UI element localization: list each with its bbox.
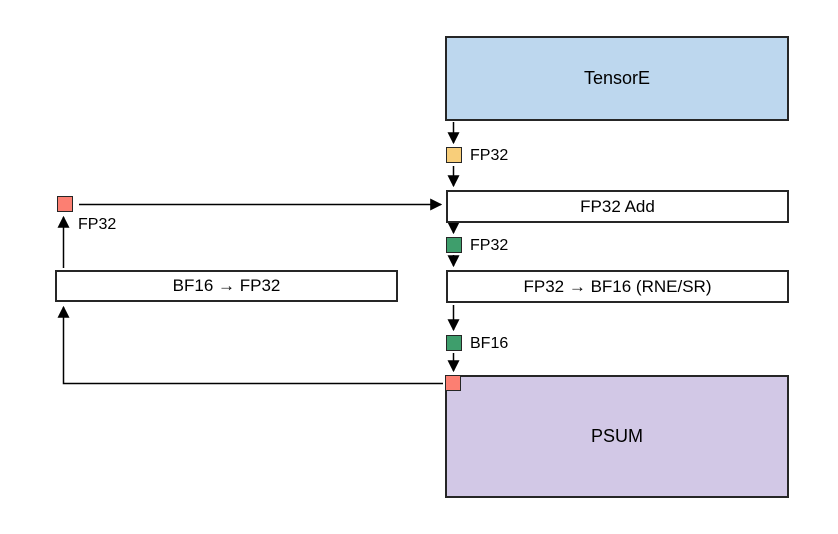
fp32-value-swatch-green xyxy=(446,237,462,253)
bf16-value-swatch-green xyxy=(446,335,462,351)
node-fp32-to-bf16: FP32 → BF16 (RNE/SR) xyxy=(446,270,789,303)
node-tensore: TensorE xyxy=(445,36,789,121)
edge-psum-to-upconvert xyxy=(57,305,443,385)
node-psum: PSUM xyxy=(445,375,789,498)
label-tensore-output-fp32: FP32 xyxy=(470,147,509,164)
node-fp32-add: FP32 Add xyxy=(446,190,789,223)
psum-corner-cell-swatch xyxy=(445,375,461,391)
label-readback-fp32: FP32 xyxy=(78,216,117,233)
fp32-operand-swatch-pink xyxy=(57,196,73,212)
label-add-output-fp32: FP32 xyxy=(470,237,509,254)
fp32-value-swatch-yellow xyxy=(446,147,462,163)
node-bf16-to-fp32: BF16 → FP32 xyxy=(55,270,398,302)
label-rounding-output-bf16: BF16 xyxy=(470,335,509,352)
